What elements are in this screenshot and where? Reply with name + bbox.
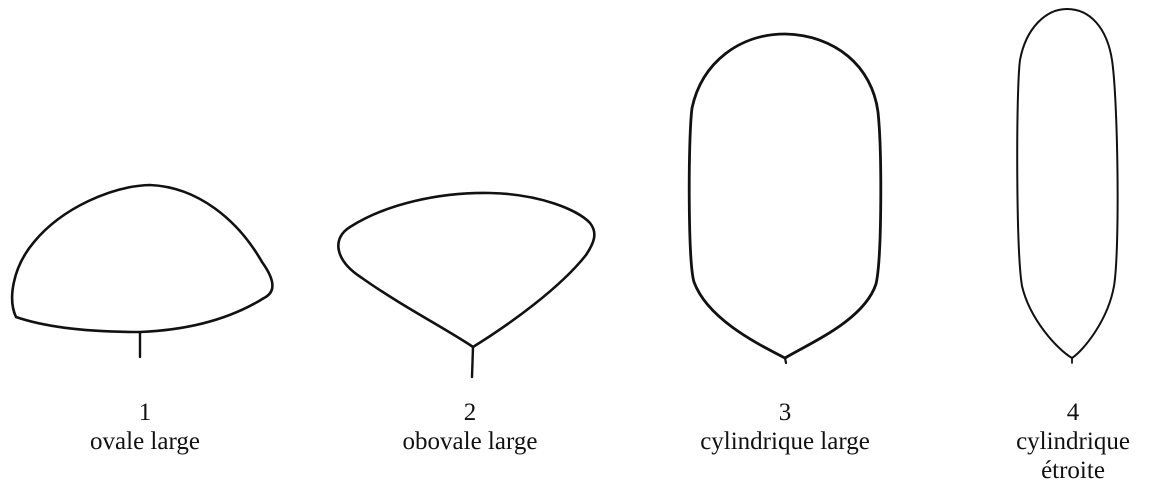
shape-2-obovale-large bbox=[337, 191, 596, 379]
shape-3-cylindrique-large bbox=[687, 32, 883, 365]
shape-4-number: 4 bbox=[1066, 399, 1080, 426]
shape-3-number: 3 bbox=[778, 399, 792, 426]
shape-4-caption: 4 cylindrique étroite bbox=[968, 398, 1152, 485]
shape-3-name: cylindrique large bbox=[700, 428, 870, 455]
shape-1-name: ovale large bbox=[90, 428, 200, 455]
shape-1-ovale-large bbox=[10, 183, 274, 359]
shape-1-number: 1 bbox=[138, 399, 152, 426]
shape-2-caption: 2 obovale large bbox=[365, 398, 575, 456]
shape-1-caption: 1 ovale large bbox=[40, 398, 250, 456]
shape-2-name: obovale large bbox=[402, 428, 538, 455]
shape-2-number: 2 bbox=[463, 399, 477, 426]
shape-4-name: cylindrique étroite bbox=[1016, 428, 1130, 484]
shape-4-cylindrique-etroite bbox=[1016, 8, 1119, 364]
shape-3-caption: 3 cylindrique large bbox=[660, 398, 910, 456]
